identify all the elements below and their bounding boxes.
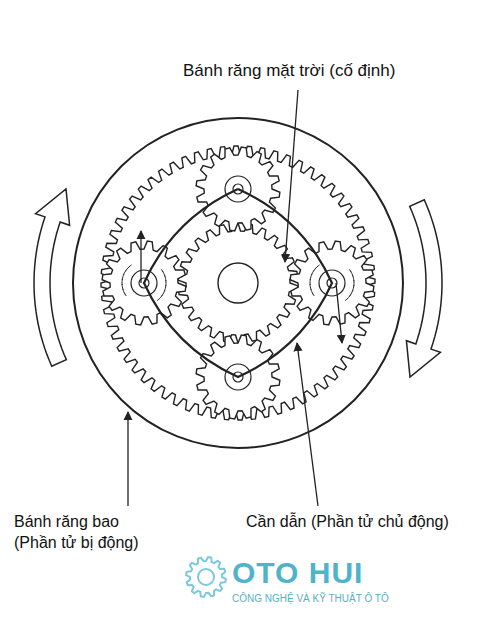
ring-gear-outer: [73, 118, 403, 448]
watermark-text: CÔNG NGHỆ VÀ KỸ THUẬT Ô TÔ: [232, 592, 389, 605]
watermark-logo: [186, 557, 226, 597]
part-label: Cần dẫn (Phần tử chủ động): [246, 512, 449, 533]
part-label: Bánh răng bao (Phần tử bị động): [14, 512, 164, 554]
sun-gear: [178, 223, 298, 343]
rotation-hint: [345, 269, 354, 300]
leader-line: [297, 343, 318, 506]
carrier-arm: [144, 189, 332, 377]
sun-gear-hub: [218, 263, 258, 303]
rotation-arrow: [406, 200, 442, 377]
rotation-hint: [310, 265, 320, 296]
rotation-arrow: [34, 189, 70, 366]
leader-line: [285, 90, 298, 262]
motion-arrow: [140, 231, 141, 283]
leader-line: [127, 412, 128, 506]
ring-gear-teeth: [101, 146, 375, 420]
part-label: Bánh răng mặt trời (cố định): [183, 60, 395, 82]
motion-arrow: [336, 283, 342, 343]
rotation-hint: [122, 265, 132, 296]
watermark-text: OTO HUI: [232, 553, 363, 592]
rotation-hint: [157, 269, 166, 300]
leader-group: [128, 90, 318, 506]
watermark-logo: [198, 569, 214, 585]
